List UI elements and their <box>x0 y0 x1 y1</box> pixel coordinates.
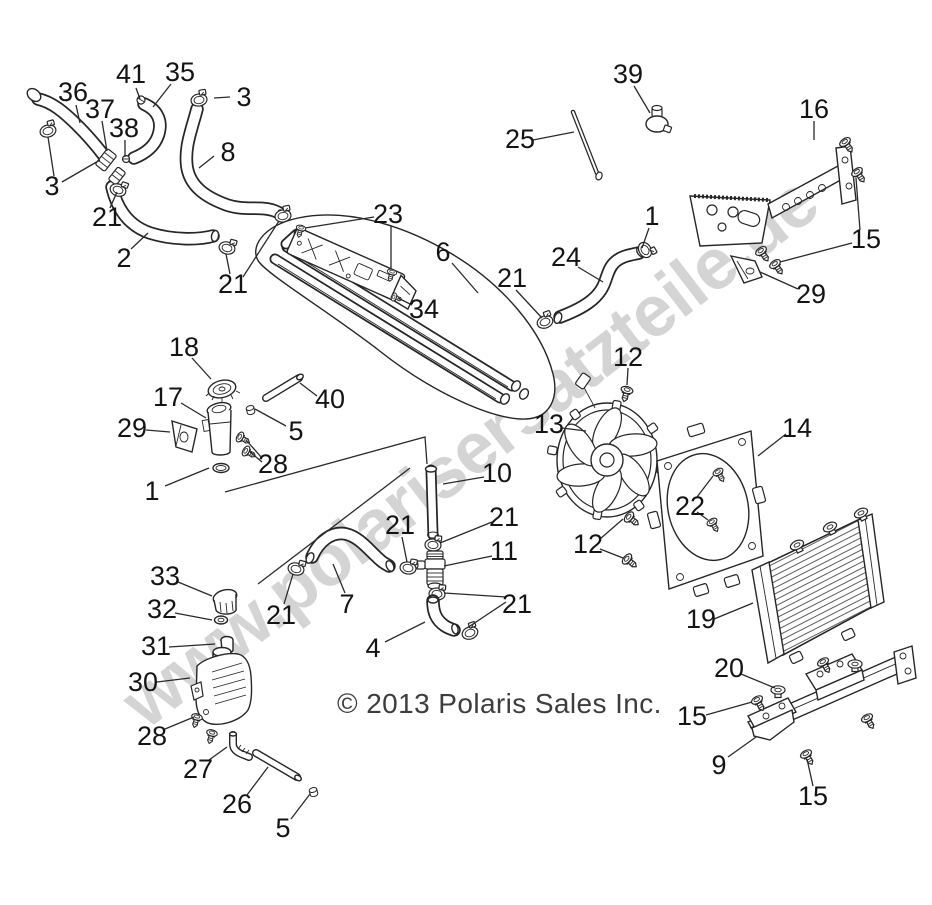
part-number-label: 11 <box>490 536 518 566</box>
rod-25-drawing <box>570 109 603 181</box>
upper-left-hoses-drawing <box>26 87 293 257</box>
part-number-label: 2 <box>116 243 131 273</box>
cap-18-drawing <box>205 379 241 402</box>
part-number-label: 6 <box>435 237 450 267</box>
skid-plate-drawing <box>286 227 417 311</box>
t-fitting-11-drawing <box>413 550 446 590</box>
filler-neck-drawing <box>171 373 304 474</box>
part-number-label: 32 <box>147 594 177 624</box>
coolant-bottle-drawing <box>188 588 319 798</box>
part-number-label: 3 <box>44 171 59 201</box>
part-number-label: 36 <box>58 77 88 107</box>
part-number-label: 21 <box>489 502 519 532</box>
part-number-label: 25 <box>505 124 535 154</box>
part-number-label: 23 <box>373 199 403 229</box>
part-number-label: 10 <box>482 458 512 488</box>
bottle-30-drawing <box>190 646 253 726</box>
bracket-29-right-drawing <box>729 255 763 284</box>
part-number-label: 37 <box>85 94 115 124</box>
elbow-fitting-27-drawing <box>228 731 253 761</box>
part-number-label: 28 <box>258 449 288 479</box>
part-number-label: 1 <box>644 201 659 231</box>
part-number-label: 15 <box>798 781 828 811</box>
part-number-label: 5 <box>275 813 290 843</box>
part-number-label: 31 <box>141 631 171 661</box>
bracket-16-drawing <box>689 135 870 284</box>
part-number-label: 41 <box>116 59 146 89</box>
part-number-label: 40 <box>315 384 345 414</box>
lower-bracket-drawing <box>747 645 917 768</box>
fan-wire-connector <box>575 372 591 390</box>
part-number-label: 38 <box>109 113 139 143</box>
part-number-label: 30 <box>128 667 158 697</box>
part-number-label: 39 <box>613 59 643 89</box>
copyright-text: © 2013 Polaris Sales Inc. <box>337 688 662 719</box>
part-number-label: 15 <box>677 701 707 731</box>
part-number-label: 9 <box>711 750 726 780</box>
part-number-label: 19 <box>686 604 716 634</box>
part-number-label: 21 <box>502 589 532 619</box>
cooling-fan-drawing <box>546 372 668 521</box>
part-number-label: 14 <box>782 413 812 443</box>
radiator-drawing <box>751 505 885 665</box>
leader-lines <box>47 83 861 820</box>
part-number-label: 33 <box>150 561 180 591</box>
part-number-label: 4 <box>365 633 380 663</box>
hose-24-drawing <box>533 237 658 331</box>
heat-shield-panel-drawing <box>255 214 556 420</box>
part-number-label: 7 <box>339 589 354 619</box>
bracket-29-left-drawing <box>171 419 198 453</box>
part-number-label: 21 <box>92 202 122 232</box>
valve-39-drawing <box>645 104 673 134</box>
center-plumbing-drawing <box>286 464 481 642</box>
part-number-label: 28 <box>137 721 167 751</box>
fitting-37 <box>95 148 117 172</box>
part-number-label: 27 <box>183 754 213 784</box>
part-number-label: 5 <box>288 416 303 446</box>
callout-numbers: 41 35 3 36 37 38 8 3 21 2 21 23 6 34 25 … <box>44 57 881 843</box>
part-number-label: 21 <box>218 269 248 299</box>
fan-shroud-drawing <box>619 422 767 597</box>
part-number-label: 24 <box>551 242 581 272</box>
part-number-label: 22 <box>675 491 705 521</box>
fan-blades <box>556 407 658 513</box>
bolt-38 <box>121 154 131 164</box>
part-number-label: 8 <box>220 137 235 167</box>
part-number-label: 21 <box>497 263 527 293</box>
part-number-label: 17 <box>153 382 183 412</box>
part-number-label: 16 <box>799 94 829 124</box>
part-number-label: 21 <box>266 600 296 630</box>
part-number-label: 34 <box>409 294 439 324</box>
part-number-label: 26 <box>222 789 252 819</box>
part-number-label: 29 <box>117 413 147 443</box>
part-number-label: 1 <box>144 476 159 506</box>
part-number-label: 3 <box>236 82 251 112</box>
part-number-label: 15 <box>851 224 881 254</box>
part-number-label: 18 <box>169 332 199 362</box>
part-number-label: 35 <box>165 57 195 87</box>
part-number-label: 20 <box>714 653 744 683</box>
part-number-label: 29 <box>796 279 826 309</box>
part-number-label: 12 <box>613 342 643 372</box>
part-number-label: 21 <box>385 510 415 540</box>
part-number-label: 13 <box>534 409 564 439</box>
bottle-cap-33-drawing <box>212 588 238 615</box>
part-number-label: 12 <box>573 529 603 559</box>
